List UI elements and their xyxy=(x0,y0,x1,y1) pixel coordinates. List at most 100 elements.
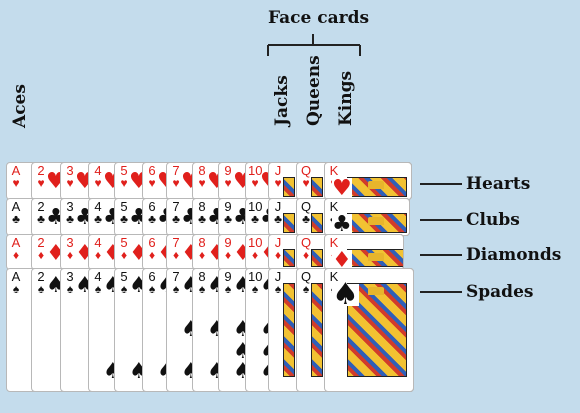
diamonds-suit-icon: ♦ xyxy=(302,248,310,262)
face-card-art: ♠ xyxy=(332,280,407,377)
card-index: 3♦ xyxy=(63,236,77,261)
hearts-suit-icon: ♥ xyxy=(94,176,102,190)
card-rank: J xyxy=(274,163,282,178)
card-k-of-clubs: K♣♣ xyxy=(324,198,410,236)
card-index: 2♠ xyxy=(34,270,48,295)
card-rank: 9 xyxy=(224,235,232,250)
diamonds-suit-icon: ♦ xyxy=(198,248,206,262)
suit-label-hearts: Hearts xyxy=(466,174,531,194)
card-index: 2♥ xyxy=(34,164,48,189)
diamonds-suit-icon: ♦ xyxy=(12,248,20,262)
hearts-suit-icon: ♥ xyxy=(12,176,20,190)
face-card-art xyxy=(283,177,295,197)
card-index: 8♠ xyxy=(195,270,209,295)
spades-suit-icon: ♠ xyxy=(94,282,102,296)
hearts-suit-icon: ♥ xyxy=(251,176,259,190)
clubs-suit-icon: ♣ xyxy=(224,212,232,226)
card-rank: 8 xyxy=(198,199,206,214)
card-index: 8♦ xyxy=(195,236,209,261)
card-index: A♥ xyxy=(9,164,23,189)
card-index: A♦ xyxy=(9,236,23,261)
card-rank: A xyxy=(11,199,21,214)
queens-label: Queens xyxy=(304,55,324,126)
card-rank: 3 xyxy=(66,269,74,284)
card-rank: 7 xyxy=(172,235,180,250)
card-index: 7♠ xyxy=(169,270,183,295)
card-rank: A xyxy=(11,269,21,284)
card-index: 4♠ xyxy=(91,270,105,295)
hearts-suit-icon: ♥ xyxy=(120,176,128,190)
diamonds-suit-icon: ♦ xyxy=(37,248,45,262)
card-index: 10♦ xyxy=(248,236,262,261)
card-index: 7♣ xyxy=(169,200,183,225)
card-index: 3♣ xyxy=(63,200,77,225)
card-rank: 3 xyxy=(66,199,74,214)
card-rank: K xyxy=(329,199,339,214)
face-card-art: ♦ xyxy=(332,249,403,269)
card-rank: 10 xyxy=(248,163,263,178)
card-index: Q♠ xyxy=(299,270,313,295)
clubs-suit-icon: ♣ xyxy=(274,212,282,226)
card-index: 9♠ xyxy=(221,270,235,295)
face-card-art xyxy=(311,249,323,267)
suit-label-clubs: Clubs xyxy=(466,210,520,230)
crown-icon xyxy=(368,287,384,295)
clubs-suit-icon: ♣ xyxy=(198,212,206,226)
card-index: 4♣ xyxy=(91,200,105,225)
spades-suit-icon: ♠ xyxy=(120,282,128,296)
card-rank: A xyxy=(11,235,21,250)
face-card-art xyxy=(311,213,323,233)
suit-label-diamonds: Diamonds xyxy=(466,245,562,265)
card-index: 5♥ xyxy=(117,164,131,189)
card-index: Q♥ xyxy=(299,164,313,189)
hearts-suit-icon: ♥ xyxy=(224,176,232,190)
card-rank: 8 xyxy=(198,235,206,250)
crown-icon xyxy=(368,181,384,189)
card-index: 4♦ xyxy=(91,236,105,261)
clubs-suit-icon: ♣ xyxy=(12,212,20,226)
spades-suit-icon: ♠ xyxy=(172,282,180,296)
card-index: 3♠ xyxy=(63,270,77,295)
card-k-of-diamonds: K♦♦ xyxy=(324,234,404,270)
card-index: 6♦ xyxy=(145,236,159,261)
hearts-suit-icon: ♥ xyxy=(172,176,180,190)
card-index: A♣ xyxy=(9,200,23,225)
face-cards-label: Face cards xyxy=(268,8,370,28)
card-rank: 3 xyxy=(66,163,74,178)
card-index: 7♦ xyxy=(169,236,183,261)
clubs-suit-icon: ♣ xyxy=(148,212,156,226)
clubs-suit-icon: ♣ xyxy=(251,212,259,226)
card-rank: 4 xyxy=(94,163,102,178)
face-card-art: ♥ xyxy=(332,177,407,199)
card-k-of-spades: K♠♠ xyxy=(324,268,414,392)
card-rank: J xyxy=(274,269,282,284)
clubs-suit-icon: ♣ xyxy=(120,212,128,226)
card-rank: 8 xyxy=(198,163,206,178)
diamonds-suit-icon: ♦ xyxy=(251,248,259,262)
face-card-art xyxy=(283,249,295,267)
card-index: 7♥ xyxy=(169,164,183,189)
diamonds-suit-icon: ♦ xyxy=(274,248,282,262)
clubs-suit-icon: ♣ xyxy=(66,212,74,226)
card-rank: K xyxy=(329,163,339,178)
hearts-suit-icon: ♥ xyxy=(274,176,282,190)
card-rank: K xyxy=(329,269,339,284)
card-rank: K xyxy=(329,235,339,250)
card-index: 4♥ xyxy=(91,164,105,189)
card-rank: 10 xyxy=(248,269,263,284)
clubs-large-icon: ♣ xyxy=(332,212,352,236)
card-index: 9♥ xyxy=(221,164,235,189)
card-rank: Q xyxy=(300,235,312,250)
card-index: 9♣ xyxy=(221,200,235,225)
card-index: 2♣ xyxy=(34,200,48,225)
card-rank: 10 xyxy=(248,199,263,214)
suit-label-spades: Spades xyxy=(466,282,534,302)
card-rank: 5 xyxy=(120,163,128,178)
diamonds-suit-icon: ♦ xyxy=(148,248,156,262)
face-card-art: ♣ xyxy=(332,213,407,235)
spades-suit-icon: ♠ xyxy=(198,282,206,296)
card-index: 9♦ xyxy=(221,236,235,261)
card-index: 8♥ xyxy=(195,164,209,189)
hearts-large-icon: ♥ xyxy=(332,176,352,200)
